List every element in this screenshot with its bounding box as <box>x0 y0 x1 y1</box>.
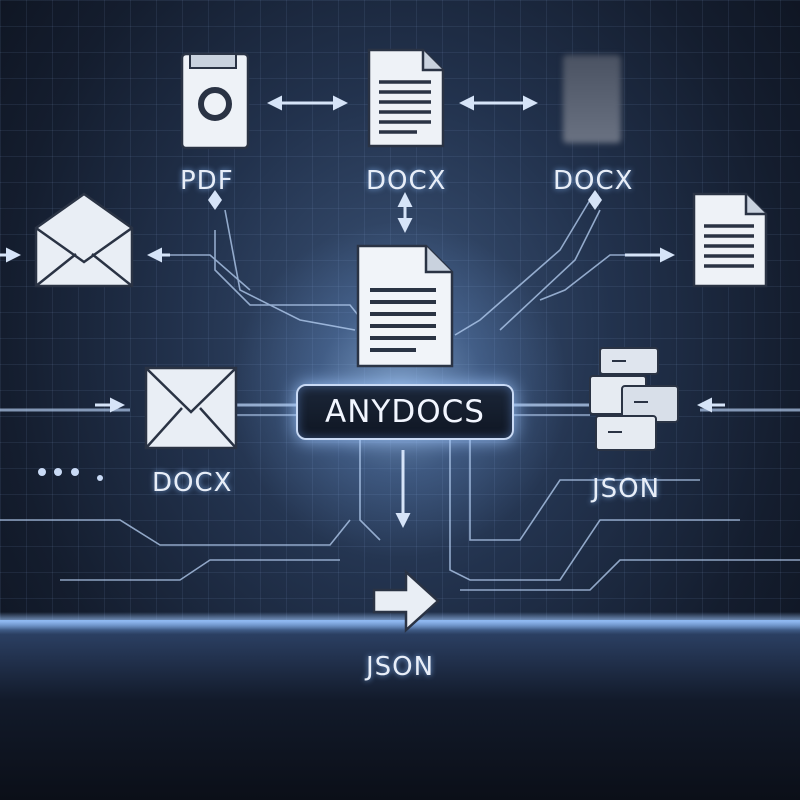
docx-top-document-icon <box>367 48 445 148</box>
json-right-label: JSON <box>592 474 661 504</box>
docx-left-label: DOCX <box>152 468 233 498</box>
perspective-floor <box>0 620 800 800</box>
database-stack-icon <box>589 347 679 451</box>
envelope-top-left-icon <box>34 192 134 288</box>
docx-top-label: DOCX <box>366 166 447 196</box>
json-bottom-label: JSON <box>366 652 435 682</box>
pdf-label: PDF <box>180 166 234 196</box>
pdf-file-icon <box>180 52 250 150</box>
blurred-file-icon <box>563 55 621 143</box>
anydocs-hub-button[interactable]: ANYDOCS <box>296 384 514 440</box>
envelope-left-icon <box>144 366 238 450</box>
hub-document-icon <box>356 244 454 368</box>
right-document-icon <box>692 192 768 288</box>
docx-right-label: DOCX <box>553 166 634 196</box>
arrow-right-icon <box>372 569 440 633</box>
horizon-glow <box>0 612 800 630</box>
